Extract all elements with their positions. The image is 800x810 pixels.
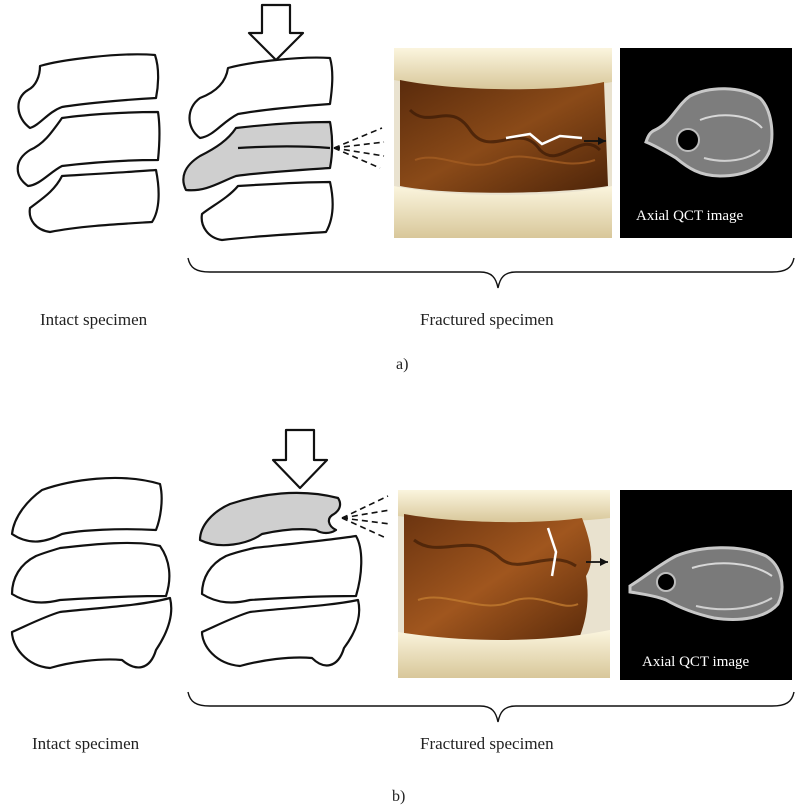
- fractured-caption-b: Fractured specimen: [420, 734, 554, 753]
- qct-label-a: Axial QCT image: [636, 208, 744, 224]
- fracture-indicator-lines-b: [341, 495, 391, 539]
- fracture-line-a: [237, 145, 331, 150]
- qct-canal-b: [656, 572, 676, 592]
- intact-vertebra-middle-a: [16, 110, 161, 188]
- load-arrow-b: [271, 428, 329, 490]
- fractured-vertebra-body-a: [182, 120, 334, 192]
- load-arrow-a: [247, 3, 305, 62]
- fractured-vertebra-bottom-a: [200, 180, 334, 242]
- qct-label-b: Axial QCT image: [642, 654, 750, 670]
- qct-canal-a: [676, 128, 700, 152]
- fractured-group-brace-b: [187, 691, 795, 723]
- intact-caption-a: Intact specimen: [40, 310, 148, 329]
- photo-fracture-line-b: [546, 527, 558, 577]
- specimen-top-cap-a: [394, 48, 612, 90]
- fractured-caption-a: Fractured specimen: [420, 310, 554, 329]
- fracture-indicator-lines-a: [333, 127, 385, 169]
- panel-a: Axial QCT image Intact specimen Fracture…: [0, 0, 800, 400]
- panel-letter-a: a): [396, 356, 409, 373]
- fractured-specimen-photo-b: [398, 490, 610, 678]
- intact-vertebra-top-a: [17, 53, 160, 130]
- specimen-bottom-cap-a: [394, 186, 612, 238]
- specimen-bone-a: [400, 80, 608, 193]
- panel-letter-b: b): [392, 788, 406, 805]
- intact-vertebra-bottom-a: [28, 168, 160, 234]
- panel-b-figure: [10, 428, 795, 723]
- photo-fracture-line-a: [505, 132, 583, 146]
- intact-spine-drawing-b: [10, 476, 173, 670]
- intact-spine-drawing-a: [16, 53, 161, 234]
- intact-vertebra-top-b: [10, 476, 163, 543]
- fractured-spine-drawing-a: [182, 56, 334, 242]
- fractured-vertebra-bottom-b: [200, 598, 361, 668]
- fractured-group-brace-a: [187, 257, 795, 289]
- specimen-top-cap-b: [398, 490, 610, 523]
- axial-qct-image-a: [620, 48, 792, 238]
- specimen-bottom-cap-b: [398, 630, 610, 678]
- intact-vertebra-middle-b: [10, 541, 171, 604]
- qct-vertebra-shape-a: [644, 87, 774, 178]
- intact-vertebra-bottom-b: [10, 596, 173, 670]
- specimen-bone-b: [404, 514, 592, 642]
- panel-a-figure: [16, 3, 795, 289]
- fractured-vertebra-top-b: [198, 491, 342, 547]
- panel-b: Axial QCT image Intact specimen Fracture…: [0, 400, 800, 810]
- axial-qct-image-b: [620, 490, 792, 680]
- fractured-vertebra-middle-b: [200, 534, 363, 604]
- fractured-vertebra-top-a: [188, 56, 334, 140]
- intact-caption-b: Intact specimen: [32, 734, 140, 753]
- fractured-spine-drawing-b: [198, 491, 363, 668]
- fractured-specimen-photo-a: [394, 48, 612, 238]
